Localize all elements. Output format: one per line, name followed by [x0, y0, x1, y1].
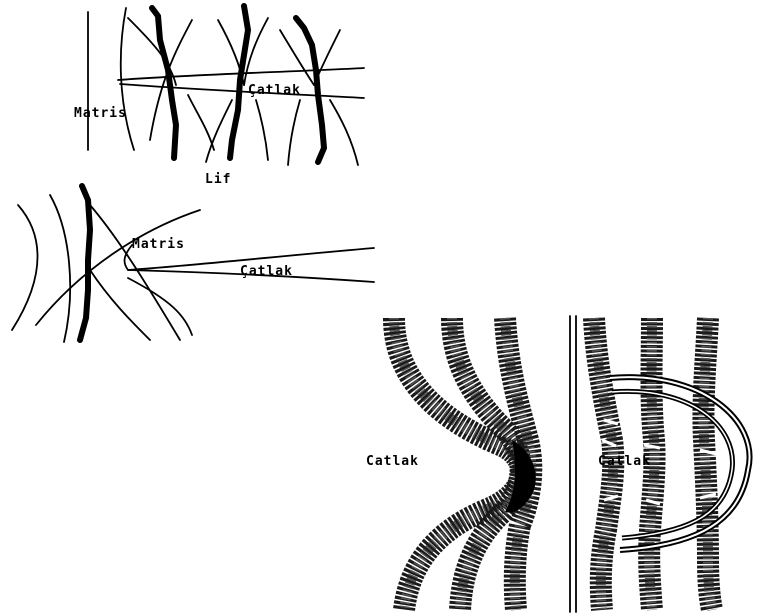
panel-fiber-breakage-bottom-right: Catlak	[594, 318, 750, 610]
matrix-curve	[188, 95, 214, 150]
matrix-label-middle: Matris	[132, 237, 185, 252]
matrix-curve	[90, 205, 180, 340]
matrix-curve	[330, 100, 358, 165]
crack-label-top: Çatlak	[248, 83, 301, 98]
matrix-curve	[256, 100, 268, 160]
matrix-label-top: Matris	[74, 106, 127, 121]
matrix-curve	[90, 270, 150, 340]
fiber	[80, 186, 90, 340]
crack-label-middle: Çatlak	[240, 264, 293, 279]
fiber-label: Lif	[205, 172, 231, 187]
crack-label-bottom-left: Catlak	[366, 454, 419, 469]
matrix-curve	[12, 205, 38, 330]
crack-label-bottom-right: Catlak	[598, 454, 651, 469]
panel-crack-tip-middle: Matris Çatlak	[12, 186, 374, 342]
panel-fiber-bending-bottom-left: Catlak	[366, 316, 576, 612]
matrix-curve	[50, 195, 70, 342]
panel-crack-bridging-top: Matris Çatlak Lif	[74, 6, 364, 187]
matrix-curve	[288, 100, 300, 165]
